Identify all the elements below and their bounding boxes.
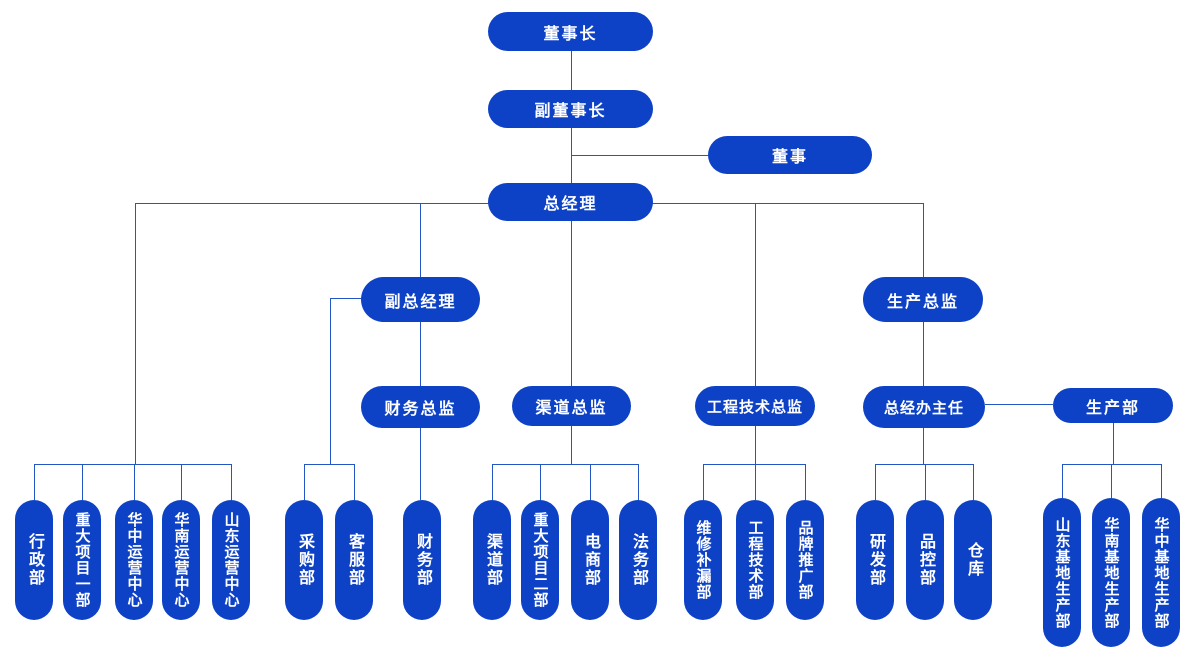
node-channel-dept: 渠道部: [473, 500, 511, 620]
connector-line: [304, 464, 305, 500]
node-admin-dept: 行政部: [15, 500, 53, 620]
connector-line: [231, 464, 232, 500]
node-ecommerce-dept: 电商部: [571, 500, 609, 620]
connector-line: [330, 298, 361, 299]
connector-line: [34, 464, 35, 500]
connector-line: [755, 426, 756, 464]
connector-line: [492, 464, 638, 465]
node-general-manager: 总经理: [488, 183, 653, 221]
node-engineering-tech-director: 工程技术总监: [695, 386, 815, 426]
connector-line: [923, 322, 924, 386]
connector-line: [82, 464, 83, 500]
connector-line: [181, 464, 182, 500]
node-rnd-dept: 研发部: [856, 500, 894, 620]
connector-line: [925, 464, 926, 500]
node-director: 董事: [708, 136, 872, 174]
connector-line: [540, 464, 541, 500]
connector-line: [134, 464, 135, 500]
node-channel-director: 渠道总监: [512, 386, 631, 426]
connector-line: [571, 51, 572, 90]
connector-line: [135, 203, 136, 464]
connector-line: [571, 155, 708, 156]
node-production-director: 生产总监: [863, 277, 983, 322]
node-major-projects-dept2: 重大项目二部: [521, 500, 559, 620]
connector-line: [420, 322, 421, 386]
connector-line: [638, 464, 639, 500]
node-procurement-dept: 采购部: [285, 500, 323, 620]
connector-line: [703, 464, 805, 465]
connector-line: [755, 464, 756, 500]
node-vice-chairman: 副董事长: [488, 90, 653, 128]
node-engineering-tech-dept: 工程技术部: [736, 500, 774, 620]
node-customer-service-dept: 客服部: [335, 500, 373, 620]
node-finance-dept: 财务部: [403, 500, 441, 620]
node-south-china-ops-center: 华南运营中心: [162, 500, 200, 620]
connector-line: [420, 428, 421, 500]
connector-line: [973, 464, 974, 500]
connector-line: [354, 464, 355, 500]
connector-line: [330, 298, 331, 464]
node-shandong-ops-center: 山东运营中心: [212, 500, 250, 620]
node-repair-leakproof-dept: 维修补漏部: [684, 500, 722, 620]
connector-line: [1111, 464, 1112, 498]
node-deputy-general-manager: 副总经理: [361, 277, 480, 322]
connector-line: [985, 404, 1053, 405]
node-shandong-base-production-dept: 山东基地生产部: [1043, 498, 1081, 647]
connector-line: [1062, 464, 1063, 498]
connector-line: [805, 464, 806, 500]
connector-line: [755, 203, 756, 386]
connector-line: [304, 464, 354, 465]
node-central-china-base-production-dept: 华中基地生产部: [1142, 498, 1180, 647]
connector-line: [34, 464, 231, 465]
connector-line: [590, 464, 591, 500]
node-warehouse: 仓库: [954, 500, 992, 620]
connector-line: [492, 464, 493, 500]
node-finance-director: 财务总监: [361, 386, 480, 428]
node-south-china-base-production-dept: 华南基地生产部: [1092, 498, 1130, 647]
connector-line: [571, 426, 572, 464]
connector-line: [1113, 423, 1114, 464]
node-legal-dept: 法务部: [619, 500, 657, 620]
connector-line: [875, 464, 973, 465]
node-gm-office-director: 总经办主任: [863, 386, 985, 428]
node-quality-control-dept: 品控部: [906, 500, 944, 620]
node-central-china-ops-center: 华中运营中心: [115, 500, 153, 620]
connector-line: [875, 464, 876, 500]
node-chairman: 董事长: [488, 12, 653, 51]
connector-line: [571, 221, 572, 386]
connector-line: [1161, 464, 1162, 498]
connector-line: [703, 464, 704, 500]
node-production-dept: 生产部: [1053, 388, 1173, 423]
connector-line: [420, 203, 421, 277]
connector-line: [923, 203, 924, 277]
node-brand-promotion-dept: 品牌推广部: [786, 500, 824, 620]
connector-line: [923, 428, 924, 464]
node-major-projects-dept1: 重大项目一部: [63, 500, 101, 620]
